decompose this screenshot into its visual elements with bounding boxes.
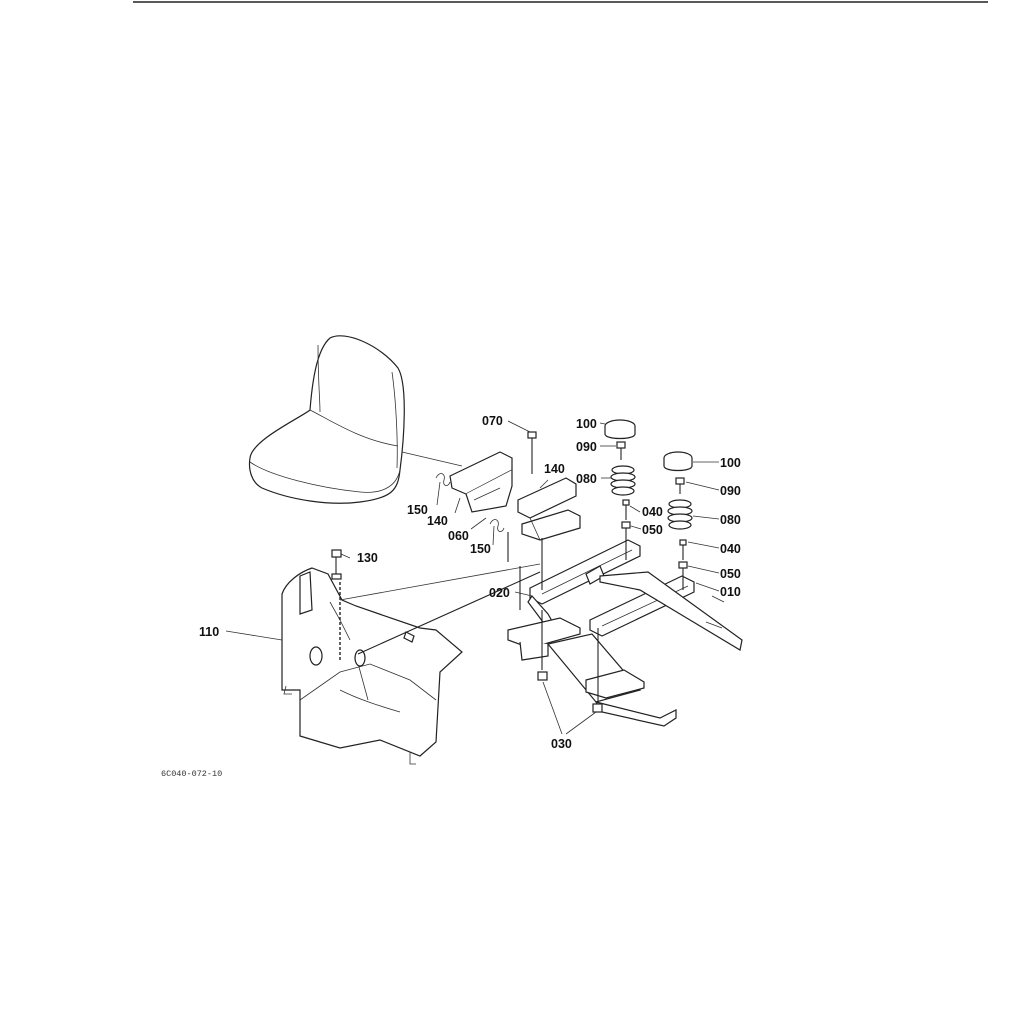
callout-040-left: 040 (642, 505, 663, 519)
figure-reference-code: 6C040-072-10 (161, 769, 222, 779)
spring-080-left (610, 465, 636, 496)
callout-060: 060 (448, 529, 469, 543)
assembly-line-frame (339, 563, 541, 601)
callout-labels: 070 100 090 100 140 080 090 150 040 080 … (199, 414, 741, 751)
spring-080-right (667, 499, 693, 530)
callout-090-right: 090 (720, 484, 741, 498)
bolt-130 (331, 549, 342, 580)
callout-150-upper: 150 (407, 503, 428, 517)
nut-030-a (537, 671, 548, 681)
bolt-090-right (675, 477, 685, 494)
callout-080-left: 080 (576, 472, 597, 486)
callout-010: 010 (720, 585, 741, 599)
spring-clip-lower (489, 519, 505, 532)
seat-leader (401, 451, 463, 467)
rubber-cushion-left (604, 419, 636, 440)
callout-110: 110 (199, 625, 219, 639)
seat-rail-right (517, 477, 581, 541)
callout-090-left: 090 (576, 440, 597, 454)
slide-rail-front (529, 539, 641, 605)
callout-020: 020 (489, 586, 510, 600)
callout-080-right: 080 (720, 513, 741, 527)
leader-lines (225, 420, 720, 735)
callout-040-right: 040 (720, 542, 741, 556)
callout-140-left: 140 (427, 514, 448, 528)
callout-070: 070 (482, 414, 503, 428)
seat-rail-left (449, 451, 513, 513)
nut-050-right (678, 561, 688, 569)
callout-140-right: 140 (544, 462, 565, 476)
callout-050-left: 050 (642, 523, 663, 537)
bolt-070 (527, 431, 537, 452)
callout-030: 030 (551, 737, 572, 751)
callout-100-left: 100 (576, 417, 597, 431)
nut-030-b (592, 703, 603, 713)
rubber-cushion-right (663, 451, 693, 472)
nut-050-left (621, 521, 631, 529)
seat-support-cover (281, 567, 463, 765)
callout-150-lower: 150 (470, 542, 491, 556)
callout-100-right: 100 (720, 456, 741, 470)
callout-130: 130 (357, 551, 378, 565)
seat-cushion (248, 335, 405, 504)
bolt-040-right (679, 539, 687, 560)
seat-base-frame (507, 571, 743, 727)
bolt-090-left (616, 441, 626, 460)
callout-050-right: 050 (720, 567, 741, 581)
spring-clip-upper (435, 473, 451, 486)
assembly-line-cover (357, 571, 541, 655)
bolt-040-left (622, 499, 630, 520)
